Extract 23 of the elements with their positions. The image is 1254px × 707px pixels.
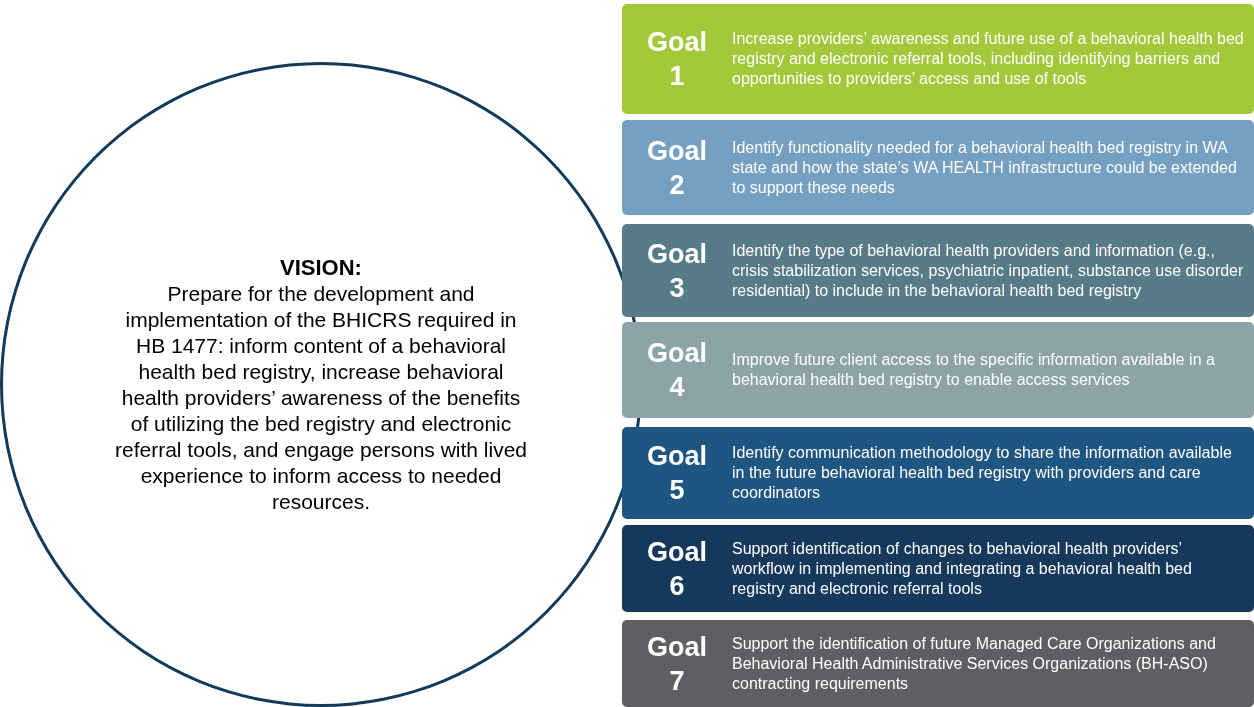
goal-heading: Goal 5 <box>646 440 708 507</box>
goal-box <box>622 224 1254 317</box>
goal-box <box>622 4 1254 114</box>
goal-heading: Goal 7 <box>646 630 708 698</box>
goal-box <box>622 322 1254 418</box>
goal-box <box>622 620 1254 707</box>
goal-description: Identify functionality needed for a behavioral health bed registry in WA state and how the state’s WA HEALTH infrastructure could be extended to support these needs <box>732 137 1238 198</box>
goal-description: Support the identification of future Managed Care Organizations and Behavioral Health Administrative Services Organizations (BH-ASO) contracting requirements <box>732 633 1217 694</box>
vision-statement: Prepare for the development and implementation of the BHICRS required in HB 1477: inform content of a behavioral health bed registry, increase behavioral health providers’ awareness of the benefits of utilizing the bed registry and electronic referral tools, and engage persons with lived experience to inform access to needed resources. <box>113 280 529 515</box>
goal-description: Increase providers’ awareness and future use of a behavioral health bed registry and electronic referral tools, including identifying barriers and opportunities to providers’ access and use of tools <box>732 29 1245 89</box>
goal-heading: Goal 2 <box>646 134 708 202</box>
goal-description: Support identification of changes to behavioral health providers’ workflow in implementing and integrating a behavioral health bed registry and electronic referral tools <box>732 538 1193 599</box>
goal-box <box>622 427 1254 519</box>
goal-description: Improve future client access to the specific information available in a behavioral health bed registry to enable access services <box>732 350 1216 390</box>
goal-heading: Goal 1 <box>646 26 708 93</box>
goal-box <box>622 525 1254 612</box>
goal-heading: Goal 4 <box>646 337 708 404</box>
goal-description: Identify communication methodology to share the information available in the future behavioral health bed registry with providers and care coordinators <box>732 443 1233 503</box>
goal-heading: Goal 6 <box>646 535 708 603</box>
goal-heading: Goal 3 <box>646 237 708 305</box>
vision-heading: VISION: <box>280 254 362 281</box>
goal-box <box>622 120 1254 215</box>
goal-description: Identify the type of behavioral health providers and information (e.g., crisis stabilization services, psychiatric inpatient, substance use disorder residential) to include in the behavioral health bed registry <box>732 240 1245 301</box>
